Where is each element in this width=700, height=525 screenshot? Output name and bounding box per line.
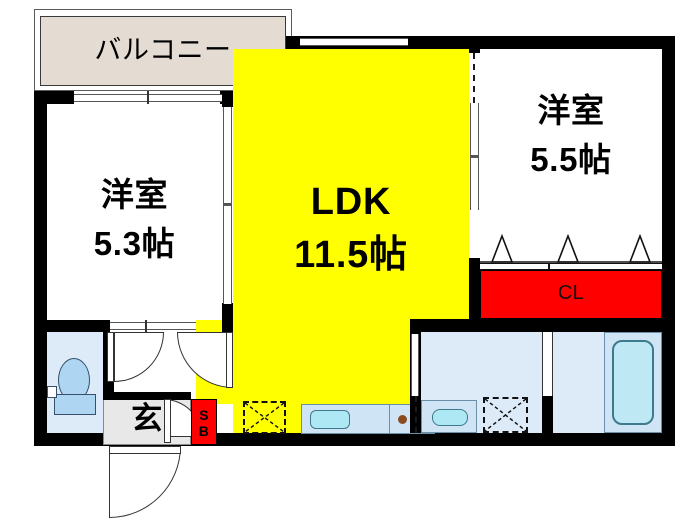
room-left-name: 洋室 <box>100 176 169 213</box>
sliding-door-right-room-track <box>473 53 475 103</box>
sliding-door-right-room-panel-2[interactable] <box>470 158 479 210</box>
entrance-door[interactable] <box>109 446 181 518</box>
gas-stove-burner-left <box>398 415 407 424</box>
wall-partition-ldk-right-top <box>469 36 480 53</box>
toilet-tank <box>54 394 96 415</box>
wall-partition-ldk-right-bottom <box>469 258 480 320</box>
sliding-door-left-room-2[interactable] <box>223 205 232 304</box>
wall-under-balcony-left <box>34 91 74 104</box>
wall-partition-left-ldk-top <box>222 91 233 107</box>
refrigerator-space <box>243 401 286 434</box>
balcony-label: バルコニー <box>94 35 232 65</box>
washer-space <box>483 397 528 433</box>
bathroom-folding-door[interactable] <box>542 332 553 396</box>
kitchen-counter-divider <box>389 404 390 434</box>
room-left-size: 5.3帖 <box>93 225 176 262</box>
room-right-size: 5.5帖 <box>530 141 612 178</box>
ldk-top-window[interactable] <box>300 38 408 46</box>
corridor-sliding-door-top[interactable] <box>110 322 202 330</box>
wall-ldk-corridor-jamb <box>222 320 233 332</box>
closet-cl <box>480 270 662 319</box>
entrance-door-leaf <box>109 446 181 454</box>
closet-hangers <box>480 232 662 264</box>
room-right-washitsu <box>480 49 662 265</box>
wall-partition-left-ldk-bottom <box>222 303 233 320</box>
ldk-area <box>233 49 469 320</box>
ldk-name: LDK <box>310 181 392 223</box>
bathtub <box>612 340 654 425</box>
exterior-wall-left <box>34 91 47 446</box>
door-toilet-leaf <box>107 332 114 382</box>
washroom-sliding-door[interactable] <box>411 334 419 396</box>
kitchen-sink <box>310 410 350 429</box>
exterior-wall-right <box>662 36 675 446</box>
closet-shelf-line <box>480 263 662 270</box>
sliding-door-left-room[interactable] <box>223 107 232 205</box>
wall-left-room-bottom-3 <box>69 320 110 332</box>
door-toilet[interactable] <box>114 332 164 382</box>
closet-cl-label: CL <box>557 282 585 304</box>
sliding-door-left-room-jamb <box>223 203 232 206</box>
corridor-slider-mullion <box>145 320 147 332</box>
balcony-window-center-mullion <box>147 91 149 105</box>
room-right-name: 洋室 <box>537 92 605 129</box>
wash-basin <box>432 409 468 426</box>
shoebox-sb-label-line2: B <box>198 423 210 439</box>
shoebox-sb-label-line1: S <box>199 407 209 423</box>
wall-genkan-top <box>103 392 191 400</box>
shoebox-sb <box>191 399 217 445</box>
room-left-washitsu <box>47 104 222 320</box>
door-ldk-to-corridor[interactable] <box>177 332 233 388</box>
door-genkan-inner-leaf <box>164 399 171 443</box>
washroom-sliding-door-track <box>415 396 417 433</box>
door-ldk-leaf <box>226 332 233 388</box>
sliding-door-right-room-panel-1[interactable] <box>470 103 479 156</box>
wall-washroom-bath <box>542 396 553 433</box>
genkan-label: 玄 <box>131 401 163 436</box>
wall-left-room-bottom <box>47 320 69 332</box>
toilet-flush-lever <box>47 386 57 398</box>
closet-shelf-divider <box>548 263 550 270</box>
sliding-door-right-room-jamb <box>470 155 479 158</box>
ldk-size: 11.5帖 <box>294 234 408 276</box>
wall-washroom-top <box>410 319 662 332</box>
